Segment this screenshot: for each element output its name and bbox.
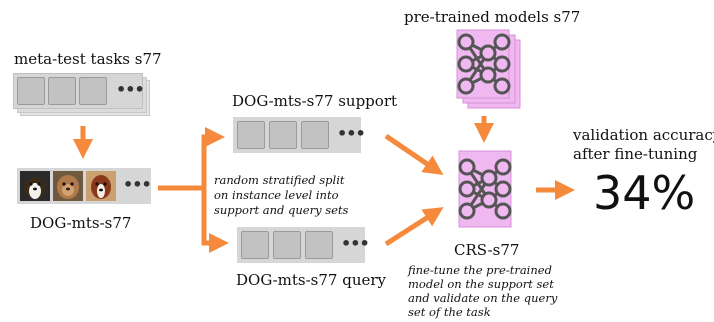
finetune-note-line3: and validate on the query bbox=[408, 291, 558, 305]
accuracy-value: 34% bbox=[593, 166, 696, 220]
query-strip: ••• bbox=[237, 227, 370, 263]
query-cell bbox=[241, 231, 269, 259]
dog-image-2 bbox=[53, 171, 83, 201]
support-cell bbox=[301, 121, 329, 149]
query-cell bbox=[273, 231, 301, 259]
pretrained-label: pre-trained models s77 bbox=[404, 8, 581, 26]
task-strip-front: ••• bbox=[13, 73, 145, 109]
support-label: DOG-mts-s77 support bbox=[232, 92, 398, 110]
more-dots: ••• bbox=[116, 80, 145, 99]
dataset-strip: ••• bbox=[17, 168, 152, 204]
support-cell bbox=[237, 121, 265, 149]
task-cell bbox=[48, 77, 76, 105]
more-dots: ••• bbox=[341, 234, 370, 253]
query-cell bbox=[305, 231, 333, 259]
dog-image-1 bbox=[20, 171, 50, 201]
split-note-line1: random stratified split bbox=[214, 173, 345, 187]
more-dots: ••• bbox=[337, 124, 366, 143]
meta-test-label: meta-test tasks s77 bbox=[14, 50, 162, 68]
task-cell bbox=[79, 77, 107, 105]
more-dots: ••• bbox=[123, 175, 152, 194]
result-label-line2: after fine-tuning bbox=[573, 145, 698, 163]
dog-image-3 bbox=[86, 171, 116, 201]
crs-model-card bbox=[458, 150, 512, 228]
finetune-note-line1: fine-tune the pre-trained bbox=[408, 263, 552, 277]
dataset-label: DOG-mts-s77 bbox=[30, 214, 132, 232]
support-strip: ••• bbox=[233, 117, 366, 153]
arrow-support-to-crs bbox=[384, 133, 444, 176]
result-label-line1: validation accuracy bbox=[573, 126, 714, 144]
finetune-note-line2: model on the support set bbox=[408, 277, 554, 291]
arrow-query-to-crs bbox=[384, 207, 444, 247]
support-cell bbox=[269, 121, 297, 149]
finetune-note-line4: set of the task bbox=[408, 305, 491, 319]
task-cell bbox=[17, 77, 45, 105]
model-label: CRS-s77 bbox=[454, 241, 520, 259]
query-label: DOG-mts-s77 query bbox=[236, 271, 387, 289]
split-note-line2: on instance level into bbox=[214, 188, 339, 202]
pretrained-models-stack bbox=[456, 29, 521, 109]
arrow-split-to-query bbox=[201, 188, 229, 253]
split-note-line3: support and query sets bbox=[214, 203, 349, 217]
arrow-split-to-support bbox=[158, 127, 225, 191]
